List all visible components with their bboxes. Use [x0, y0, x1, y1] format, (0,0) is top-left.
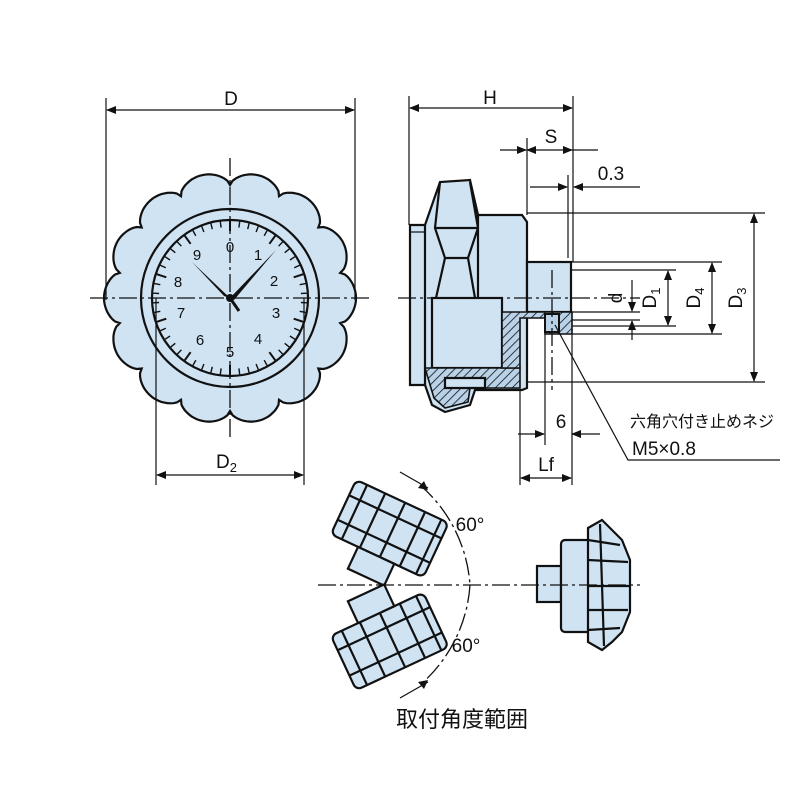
dim-s-label: S: [545, 127, 558, 148]
dial-tick: [255, 363, 259, 370]
dial-tick: [293, 327, 300, 332]
dial-tick: [201, 226, 205, 233]
screw-note-line1: 六角穴付き止めネジ: [630, 412, 774, 431]
dial-tick: [289, 256, 296, 261]
dial-tick: [219, 368, 222, 375]
dial-number-9: 9: [193, 247, 201, 264]
dial-number-7: 7: [177, 305, 185, 322]
dial-tick: [176, 349, 182, 355]
dim-lf-label: Lf: [538, 455, 555, 476]
dim-gap-label: 0.3: [598, 164, 624, 185]
dial-tick: [278, 349, 284, 355]
dial-tick: [238, 221, 241, 228]
front-view: 0 1 2 3 4 5 6 7 8 9 D D2: [90, 89, 372, 485]
dial-tick: [255, 226, 259, 233]
upper-knob-boss: [346, 545, 396, 588]
side-flange-cutout: [443, 376, 487, 390]
straight-knob-shaft: [535, 564, 563, 604]
minute-hand: [230, 250, 276, 300]
dial-tick: [238, 368, 241, 375]
hour-hand: [192, 262, 230, 298]
lower-tilted-knob: [331, 582, 448, 690]
side-bore: [430, 296, 504, 370]
dial-tick: [293, 317, 304, 323]
caption: 取付角度範囲: [396, 708, 528, 733]
dial-number-4: 4: [254, 331, 262, 348]
dial-tick: [293, 273, 304, 279]
dial-tick: [210, 223, 213, 230]
dial-tick: [183, 351, 192, 361]
dial-tick: [192, 359, 197, 366]
dial-number-2: 2: [270, 273, 278, 290]
dial-number-8: 8: [174, 274, 182, 291]
dial-tick: [247, 366, 250, 373]
dim-d-small-label: d: [606, 293, 627, 304]
dim-d4-label: D4: [684, 288, 707, 309]
dial-tick: [247, 223, 250, 230]
dial-number-5: 5: [226, 344, 234, 361]
angle-upper-label: 60°: [456, 515, 485, 536]
dial-tick: [192, 230, 197, 237]
dial-tick: [289, 335, 296, 340]
side-knob-contour: [423, 181, 480, 385]
lower-arc-arrow: [418, 680, 428, 689]
upper-arc-arrow: [418, 481, 428, 490]
dial-tick: [160, 264, 167, 269]
dial-tick: [299, 282, 306, 286]
dial-tick: [219, 221, 222, 228]
dial-tick: [263, 359, 268, 366]
dial-tick: [156, 317, 167, 323]
dial-tick: [201, 363, 205, 370]
dim-d1-label: D1: [640, 288, 663, 309]
dial-tick: [154, 282, 161, 286]
dial-tick: [278, 241, 284, 247]
angle-lower-label: 60°: [452, 636, 481, 657]
dim-d3-label: D3: [726, 288, 749, 309]
dial-number-1: 1: [254, 247, 262, 264]
dial-tick: [268, 235, 277, 245]
dial-tick: [164, 335, 171, 340]
dial-tick: [176, 241, 182, 247]
side-section-boss: [501, 311, 573, 369]
dial-number-6: 6: [196, 332, 204, 349]
side-view: H S 0.3 D3 D4 D1 d 6: [398, 88, 780, 485]
dial-tick: [293, 264, 300, 269]
dial-ticks: [153, 221, 307, 375]
dial-tick: [263, 230, 268, 237]
dim-h-label: H: [483, 88, 497, 109]
dial-tick: [299, 310, 306, 314]
screw-note-line2: M5×0.8: [632, 439, 696, 460]
dial-tick: [210, 366, 213, 373]
lower-knob-ribs: [337, 595, 443, 686]
upper-knob-ribs: [337, 484, 443, 575]
dial-tick: [284, 342, 290, 348]
dial-tick: [268, 351, 277, 361]
dim-d2-label: D2: [216, 452, 237, 475]
dial-tick: [170, 342, 176, 348]
upper-angle-arc: [419, 484, 471, 586]
upper-tilted-knob: [331, 480, 448, 588]
dial-tick: [160, 327, 167, 332]
dial-tick: [154, 310, 161, 314]
mounting-angle-view: 60° 60° 取付角度範囲: [318, 471, 640, 733]
dial-tick: [284, 248, 290, 254]
lower-angle-arc: [419, 584, 471, 686]
dim-6-label: 6: [556, 412, 567, 433]
dim-d-label: D: [224, 89, 238, 110]
dial-tick: [156, 273, 167, 279]
side-shaft-boss: [525, 260, 573, 314]
dial-tick: [183, 235, 192, 245]
screw-leader: [554, 324, 780, 461]
lower-knob-boss: [346, 582, 396, 625]
dial-number-3: 3: [272, 305, 280, 322]
straight-knob-ribs: [587, 523, 630, 647]
dial-tick: [164, 256, 171, 261]
dial-tick: [170, 248, 176, 254]
